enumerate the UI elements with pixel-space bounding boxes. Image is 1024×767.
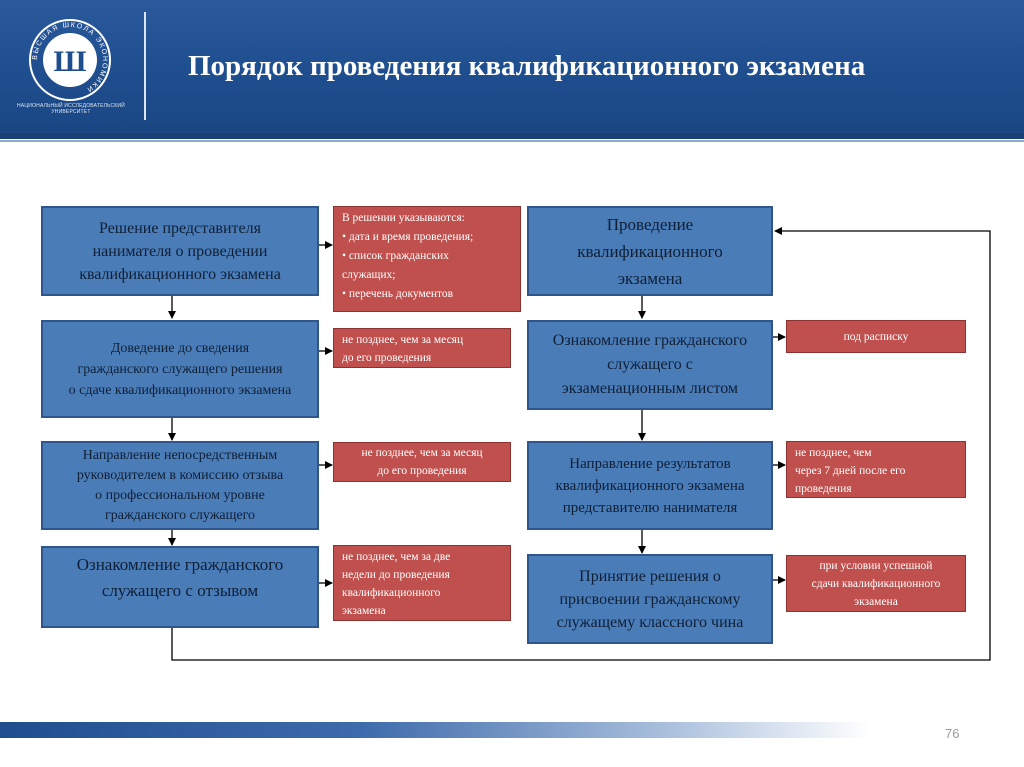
step-exam-text: Проведение квалификационного экзамена (577, 214, 723, 288)
page-title: Порядок проведения квалификационного экз… (188, 50, 866, 82)
note-rank-condition: при условии успешной сдачи квалификацион… (786, 555, 966, 612)
step-results-text: Направление результатов квалификационног… (555, 455, 745, 516)
loop-connector (171, 227, 991, 661)
step-exam-box: Проведение квалификационного экзамена (527, 206, 773, 296)
note-acquaint-deadline-text: не позднее, чем за две недели до проведе… (342, 551, 451, 617)
footer-bar (0, 722, 1024, 738)
logo-letter: Ш (54, 45, 87, 78)
header-bar: ВЫСШАЯ ШКОЛА ЭКОНОМИКИ Ш НАЦИОНАЛЬНЫЙ ИС… (0, 0, 1024, 133)
note-signature: под расписку (786, 320, 966, 353)
header-divider (144, 12, 146, 120)
note-acquaint-deadline: не позднее, чем за две недели до проведе… (333, 545, 511, 621)
step-rank-decision-box: Принятие решения о присвоении гражданско… (527, 554, 773, 644)
header-underline (0, 133, 1024, 139)
step-notify-text: Доведение до сведения гражданского служа… (68, 340, 292, 398)
header-underline-light (0, 140, 1024, 142)
note-notify-deadline: не позднее, чем за месяц до его проведен… (333, 328, 511, 368)
step-acquaint-review-box: Ознакомление гражданского служащего с от… (41, 546, 319, 628)
step-decision-text: Решение представителя нанимателя о прове… (79, 219, 281, 283)
step-review-text: Направление непосредственным руководител… (76, 447, 284, 523)
hse-logo: ВЫСШАЯ ШКОЛА ЭКОНОМИКИ Ш (29, 19, 111, 101)
note-signature-text: под расписку (843, 330, 909, 343)
step-notify-box: Доведение до сведения гражданского служа… (41, 320, 319, 418)
note-results-deadline: не позднее, чем через 7 дней после его п… (786, 441, 966, 498)
step-rank-decision-text: Принятие решения о присвоении гражданско… (556, 567, 744, 631)
step-review-box: Направление непосредственным руководител… (41, 441, 319, 530)
step-results-box: Направление результатов квалификационног… (527, 441, 773, 530)
note-results-deadline-text: не позднее, чем через 7 дней после его п… (795, 447, 906, 495)
step-acquaint-review-text: Ознакомление гражданского служащего с от… (76, 555, 284, 600)
note-review-deadline-text: не позднее, чем за месяц до его проведен… (361, 447, 483, 477)
note-decision-contents: В решении указываются: • дата и время пр… (333, 206, 521, 312)
step-exam-sheet-box: Ознакомление гражданского служащего с эк… (527, 320, 773, 410)
note-review-deadline: не позднее, чем за месяц до его проведен… (333, 442, 511, 482)
logo-caption: НАЦИОНАЛЬНЫЙ ИССЛЕДОВАТЕЛЬСКИЙ УНИВЕРСИТ… (17, 103, 125, 115)
step-exam-sheet-text: Ознакомление гражданского служащего с эк… (552, 332, 748, 397)
note-decision-contents-text: В решении указываются: • дата и время пр… (342, 212, 474, 300)
step-decision-box: Решение представителя нанимателя о прове… (41, 206, 319, 296)
note-notify-deadline-text: не позднее, чем за месяц до его проведен… (342, 334, 464, 364)
note-rank-condition-text: при условии успешной сдачи квалификацион… (811, 559, 941, 608)
page-number: 76 (945, 726, 960, 741)
